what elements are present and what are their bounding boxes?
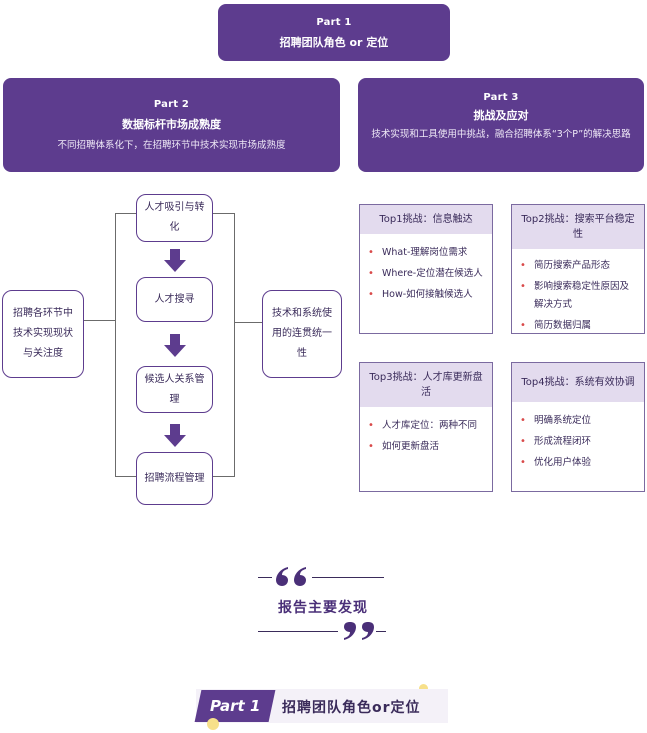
challenge-item: 如何更新盘活	[368, 438, 484, 456]
part3-box: Part 3 挑战及应对 技术实现和工具使用中挑战，融合招聘体系“3个P”的解决…	[358, 78, 644, 172]
challenge-card-top2: Top2挑战：搜索平台稳定性 简历搜索产品形态 影响搜索稳定性原因及解决方式 简…	[511, 204, 645, 335]
flow-left-node: 招聘各环节中技术实现现状与关注度	[2, 290, 84, 378]
part1-box: Part 1 招聘团队角色 or 定位	[218, 4, 450, 61]
arrow-down-3	[164, 424, 186, 447]
part2-desc: 不同招聘体系化下，在招聘环节中技术实现市场成熟度	[57, 140, 286, 151]
part1-title: 招聘团队角色 or 定位	[279, 36, 389, 49]
part1-tag: Part 1	[316, 17, 352, 28]
challenge-card-top3: Top3挑战：人才库更新盘活 人才库定位：两种不同 如何更新盘活	[359, 362, 493, 492]
left-bracket-bottom	[115, 476, 136, 477]
flow-right-node: 技术和系统使用的连贯统一性	[262, 290, 342, 378]
findings-rule-top-left	[258, 577, 272, 579]
part2-tag: Part 2	[153, 99, 190, 110]
part3-tag: Part 3	[483, 92, 519, 103]
challenge-item: 优化用户体验	[520, 454, 636, 472]
right-bracket-bottom	[213, 476, 234, 477]
challenge-item: 简历搜索产品形态	[520, 257, 636, 275]
close-quote-icon	[344, 622, 374, 640]
flow-step-process: 招聘流程管理	[136, 452, 213, 505]
decor-dot-bottom	[207, 718, 219, 730]
left-bracket-top	[115, 213, 136, 214]
challenge-item: How-如何接触候选人	[368, 286, 484, 304]
decor-dot-top	[419, 684, 428, 693]
flow-step-attract: 人才吸引与转化	[136, 194, 213, 242]
challenge-title: Top1挑战：信息触达	[360, 205, 492, 234]
left-connector	[84, 320, 116, 321]
challenge-title: Top3挑战：人才库更新盘活	[360, 363, 492, 407]
section-part-badge: Part 1	[194, 690, 276, 722]
challenge-item: 人才库定位：两种不同	[368, 417, 484, 435]
arrow-down-2	[164, 334, 186, 357]
findings-title: 报告主要发现	[278, 600, 368, 616]
flow-step-crm: 候选人关系管理	[136, 366, 213, 413]
challenge-card-top1: Top1挑战：信息触达 What-理解岗位需求 Where-定位潜在候选人 Ho…	[359, 204, 493, 334]
section-title: 招聘团队角色or定位	[282, 700, 421, 716]
findings-rule-bottom-right	[376, 631, 386, 633]
section-part-label: Part 1	[209, 697, 261, 715]
challenge-item: 明确系统定位	[520, 412, 636, 430]
findings-rule-bottom-left	[258, 631, 338, 633]
part2-title: 数据标杆市场成熟度	[122, 118, 221, 131]
part2-box: Part 2 数据标杆市场成熟度 不同招聘体系化下，在招聘环节中技术实现市场成熟…	[3, 78, 340, 172]
challenge-item: What-理解岗位需求	[368, 244, 484, 262]
right-connector	[234, 322, 262, 323]
findings-rule-top-right	[312, 577, 384, 579]
right-bracket-top	[213, 213, 234, 214]
arrow-down-1	[164, 249, 186, 272]
challenge-item: Where-定位潜在候选人	[368, 265, 484, 283]
challenge-card-top4: Top4挑战：系统有效协调 明确系统定位 形成流程闭环 优化用户体验	[511, 362, 645, 492]
right-bracket-vertical	[234, 213, 235, 477]
left-bracket-vertical	[115, 213, 116, 477]
open-quote-icon	[276, 567, 306, 586]
part3-desc: 技术实现和工具使用中挑战，融合招聘体系“3个P”的解决思路	[371, 129, 631, 140]
challenge-item: 影响搜索稳定性原因及解决方式	[520, 278, 636, 314]
part3-title: 挑战及应对	[473, 109, 529, 122]
challenge-item: 形成流程闭环	[520, 433, 636, 451]
challenge-title: Top4挑战：系统有效协调	[512, 363, 644, 402]
challenge-item: 简历数据归属	[520, 317, 636, 335]
flow-step-sourcing: 人才搜寻	[136, 277, 213, 322]
challenge-title: Top2挑战：搜索平台稳定性	[512, 205, 644, 249]
